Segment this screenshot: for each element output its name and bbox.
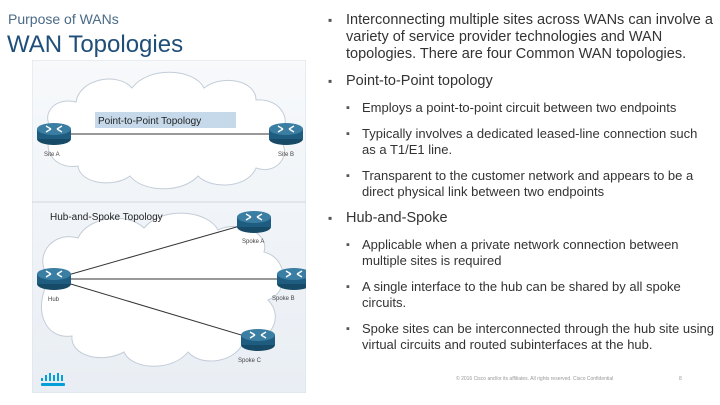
bullet-intro: ▪ Interconnecting multiple sites across … — [328, 12, 714, 63]
p2p-label: Point-to-Point Topology — [98, 116, 201, 127]
sub-bullet: ▪ Employs a point-to-point circuit betwe… — [328, 100, 714, 116]
bullet-marker: ▪ — [346, 239, 350, 251]
sub-bullet: ▪ Applicable when a private network conn… — [328, 237, 714, 269]
link-hub-spoke-c — [53, 278, 259, 341]
bullet-marker: ▪ — [346, 281, 350, 293]
spoke-c-label: Spoke C — [238, 358, 262, 364]
link-hub-spoke-a — [53, 221, 255, 280]
bullet-p2p: ▪ Point-to-Point topology — [328, 73, 714, 90]
router-site-a-icon — [36, 122, 72, 146]
bullet-p2p-heading: Point-to-Point topology — [346, 73, 493, 89]
sub-bullet-text: Spoke sites can be interconnected throug… — [362, 321, 714, 352]
spoke-b-label: Spoke B — [272, 296, 295, 302]
sub-bullet-text: Transparent to the customer network and … — [362, 168, 694, 199]
sub-bullet: ▪ Spoke sites can be interconnected thro… — [328, 321, 714, 353]
router-spoke-c-icon — [240, 328, 276, 352]
slide-supertitle: Purpose of WANs — [8, 11, 119, 27]
bullet-marker: ▪ — [346, 170, 350, 182]
bullet-hub-spoke: ▪ Hub-and-Spoke — [328, 210, 714, 227]
router-site-b-icon — [268, 122, 304, 146]
bullet-marker: ▪ — [328, 74, 333, 88]
slide-body: ▪ Interconnecting multiple sites across … — [328, 12, 714, 363]
slide-title: WAN Topologies — [7, 31, 184, 58]
sub-bullet-text: Employs a point-to-point circuit between… — [362, 100, 677, 115]
hub-spoke-label: Hub-and-Spoke Topology — [50, 212, 163, 223]
wan-topology-diagram: Point-to-Point Topology Site A Site B Hu… — [32, 60, 306, 393]
sub-bullet: ▪ Transparent to the customer network an… — [328, 168, 714, 200]
sub-bullet-text: A single interface to the hub can be sha… — [362, 279, 681, 310]
p2p-cloud — [47, 71, 286, 190]
hub-label: Hub — [48, 297, 60, 303]
router-hub-icon — [36, 267, 72, 291]
bullet-marker: ▪ — [328, 211, 333, 225]
bullet-marker: ▪ — [346, 102, 350, 114]
bullet-hub-spoke-heading: Hub-and-Spoke — [346, 210, 448, 226]
site-a-label: Site A — [44, 152, 60, 158]
bullet-marker: ▪ — [346, 128, 350, 140]
bullet-intro-text: Interconnecting multiple sites across WA… — [346, 12, 713, 62]
page-number: 8 — [679, 376, 682, 382]
site-b-label: Site B — [278, 152, 294, 158]
spoke-a-label: Spoke A — [242, 239, 264, 245]
sub-bullet: ▪ Typically involves a dedicated leased-… — [328, 126, 714, 158]
footer-copyright: © 2016 Cisco and/or its affiliates. All … — [456, 376, 614, 382]
bullet-marker: ▪ — [346, 323, 350, 335]
bullet-marker: ▪ — [328, 13, 333, 27]
sub-bullet: ▪ A single interface to the hub can be s… — [328, 279, 714, 311]
router-spoke-b-icon — [276, 267, 306, 291]
router-spoke-a-icon — [236, 210, 272, 234]
cisco-logo-icon — [41, 373, 65, 386]
hub-spoke-cloud — [41, 212, 284, 367]
p2p-label-box — [95, 112, 236, 128]
sub-bullet-text: Typically involves a dedicated leased-li… — [362, 126, 698, 157]
sub-bullet-text: Applicable when a private network connec… — [362, 237, 679, 268]
